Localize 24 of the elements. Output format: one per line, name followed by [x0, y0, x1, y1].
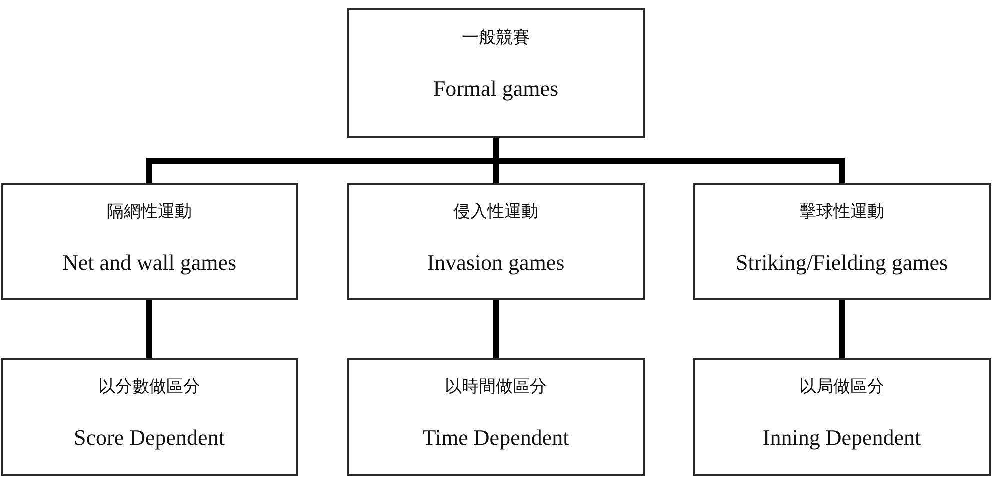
chinese-heading: 一般競賽 [462, 27, 530, 48]
connector-line [493, 300, 499, 358]
english-title: Score Dependent [74, 425, 225, 451]
category-box [347, 8, 645, 138]
english-title: Time Dependent [422, 425, 570, 451]
category-box [1, 183, 298, 300]
connector-line [146, 300, 152, 358]
english-title: Net and wall games [62, 250, 237, 276]
english-title: Inning Dependent [762, 425, 922, 451]
chinese-heading: 擊球性運動 [800, 201, 884, 222]
english-title: Invasion games [427, 250, 565, 276]
category-box [347, 358, 645, 476]
chinese-heading: 以時間做區分 [445, 376, 547, 397]
connector-line [839, 300, 845, 358]
chinese-heading: 隔網性運動 [107, 201, 192, 222]
category-box [347, 183, 645, 300]
chinese-heading: 以局做區分 [800, 376, 884, 397]
chinese-heading: 以分數做區分 [98, 376, 200, 397]
category-box [1, 358, 298, 476]
chinese-heading: 侵入性運動 [454, 201, 538, 222]
english-title: Striking/Fielding games [736, 250, 948, 276]
category-box [693, 358, 991, 476]
category-box [693, 183, 991, 300]
english-title: Formal games [433, 76, 559, 102]
